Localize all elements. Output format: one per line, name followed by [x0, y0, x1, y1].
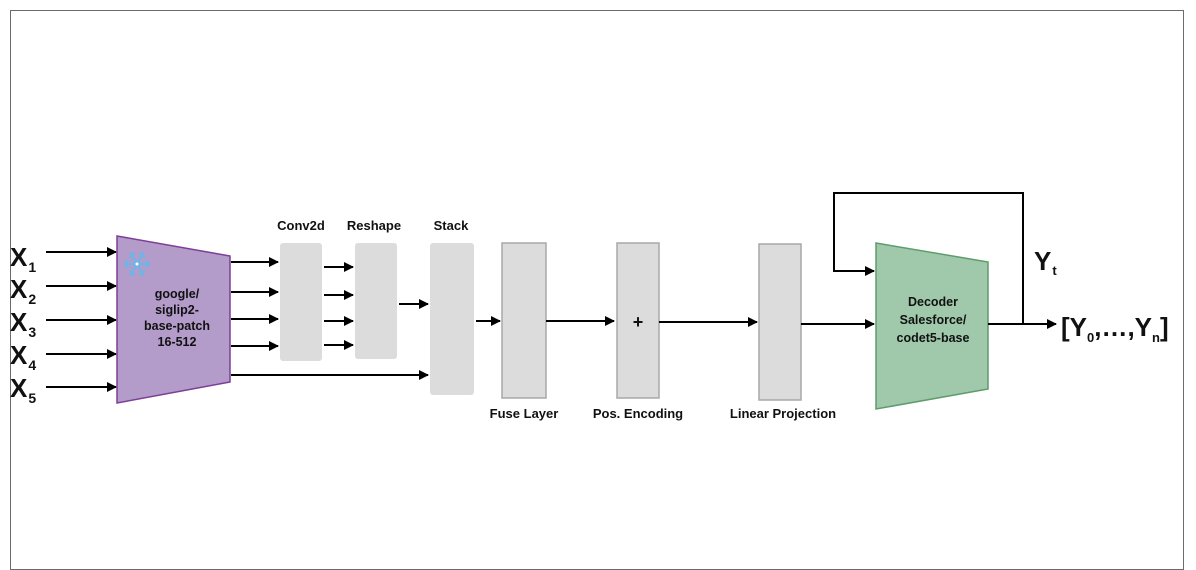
stack-label: Stack — [434, 218, 469, 233]
linear-projection-label: Linear Projection — [730, 406, 836, 421]
architecture-diagram: X1 X2 X3 X4 X5 google/ — [10, 192, 1169, 421]
encoder-line-1: google/ — [155, 287, 200, 301]
decoder-line-1: Decoder — [908, 295, 958, 309]
conv2d-block — [280, 243, 322, 361]
reshape-label: Reshape — [347, 218, 401, 233]
svg-text:X2: X2 — [10, 274, 36, 307]
conv2d-label: Conv2d — [277, 218, 325, 233]
snowflake-icon — [123, 252, 151, 276]
fuse-layer-block — [501, 242, 547, 399]
output-sequence: [Y0,…,Yn] — [1061, 312, 1169, 345]
decoder-line-2: Salesforce/ — [900, 313, 967, 327]
svg-text:X4: X4 — [10, 340, 36, 373]
encoder-line-4: 16-512 — [158, 335, 197, 349]
fuse-layer-label: Fuse Layer — [490, 406, 559, 421]
pos-encoding-block — [616, 242, 660, 399]
input-arrows — [46, 247, 117, 392]
encoder-line-3: base-patch — [144, 319, 210, 333]
input-x4: X4 — [10, 340, 36, 373]
decoder-line-3: codet5-base — [897, 331, 970, 345]
encoder-block: google/ siglip2- base-patch 16-512 — [116, 235, 231, 404]
svg-text:X5: X5 — [10, 373, 36, 406]
decoder-shape — [875, 242, 989, 410]
stack-block — [430, 243, 474, 395]
decoder-block: Decoder Salesforce/ codet5-base — [875, 242, 989, 410]
input-x5: X5 — [10, 373, 36, 406]
feedback-label: Yt — [1034, 246, 1057, 278]
feedback-loop-arrow — [833, 192, 1024, 324]
conv-reshape-arrows — [324, 262, 354, 350]
input-x1: X1 — [10, 242, 36, 275]
encoder-shape — [116, 235, 231, 404]
pos-encoding-label: Pos. Encoding — [593, 406, 683, 421]
linear-projection-block — [758, 243, 802, 401]
svg-text:X1: X1 — [10, 242, 36, 275]
encoder-line-2: siglip2- — [155, 303, 199, 317]
plus-symbol: + — [633, 312, 644, 332]
input-x3: X3 — [10, 307, 36, 340]
svg-text:X3: X3 — [10, 307, 36, 340]
reshape-block — [355, 243, 397, 359]
input-x2: X2 — [10, 274, 36, 307]
encoder-conv-arrows — [231, 257, 429, 380]
